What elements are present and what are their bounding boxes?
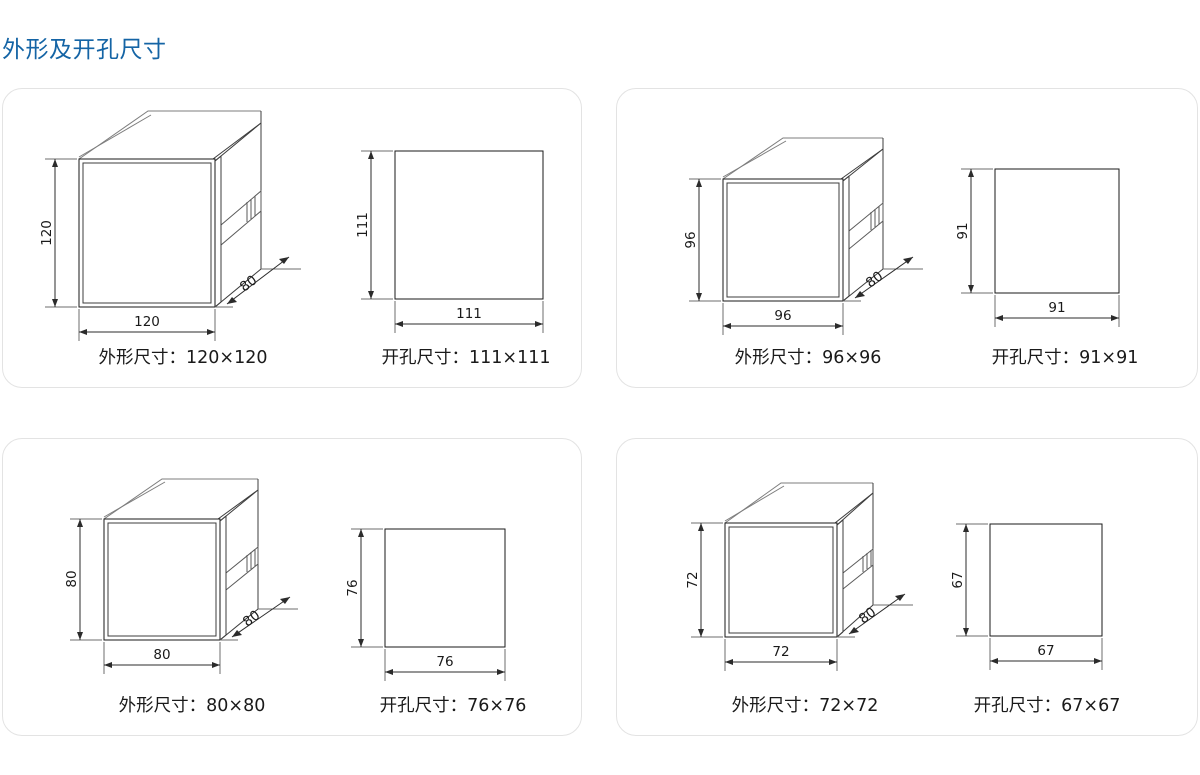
cutout-caption: 开孔尺寸：111×111 — [381, 348, 551, 368]
dim-width-label: 67 — [1037, 643, 1054, 659]
dim-width-label: 76 — [436, 654, 453, 670]
dimension-card-96: 96 96 80 外形尺寸：96×96 91 — [616, 88, 1198, 388]
dim-height-label: 80 — [64, 570, 80, 587]
outline-drawing-120: 120 120 80 — [33, 101, 323, 361]
dim-height-label: 111 — [355, 212, 371, 238]
cutout-caption: 开孔尺寸：67×67 — [973, 696, 1121, 716]
dim-height-label: 72 — [685, 571, 701, 588]
dim-width-label: 96 — [774, 308, 791, 324]
cutout-drawing-91: 91 91 — [947, 157, 1167, 357]
cutout-caption: 开孔尺寸：91×91 — [991, 348, 1139, 368]
outline-caption: 外形尺寸：72×72 — [731, 696, 879, 716]
outline-drawing-80: 80 80 80 — [58, 469, 348, 719]
dim-height-label: 96 — [683, 231, 699, 248]
outline-caption: 外形尺寸：120×120 — [98, 348, 268, 368]
outline-caption: 外形尺寸：80×80 — [118, 696, 266, 716]
dim-height-label: 91 — [955, 222, 971, 239]
cutout-drawing-76: 76 76 — [333, 499, 553, 699]
cutout-drawing-67: 67 67 — [932, 507, 1162, 707]
dimension-card-80: 80 80 80 外形尺寸：80×80 76 — [2, 438, 582, 736]
outline-drawing-96: 96 96 80 — [677, 121, 967, 371]
dim-height-label: 67 — [950, 571, 966, 588]
outline-caption: 外形尺寸：96×96 — [734, 348, 882, 368]
outline-drawing-72: 72 72 80 — [677, 471, 967, 721]
dimension-card-120: 120 120 80 外形尺寸：120×120 — [2, 88, 582, 388]
dim-height-label: 120 — [39, 220, 55, 246]
page-title: 外形及开孔尺寸 — [2, 37, 167, 63]
dim-width-label: 91 — [1048, 300, 1065, 316]
dim-width-label: 80 — [153, 647, 170, 663]
cutout-drawing-111: 111 111 — [343, 139, 563, 359]
dim-height-label: 76 — [345, 579, 361, 596]
dimension-card-72: 72 72 80 外形尺寸：72×72 67 — [616, 438, 1198, 736]
dim-width-label: 72 — [772, 644, 789, 660]
dim-width-label: 111 — [456, 306, 482, 322]
dim-width-label: 120 — [134, 314, 160, 330]
cutout-caption: 开孔尺寸：76×76 — [379, 696, 527, 716]
